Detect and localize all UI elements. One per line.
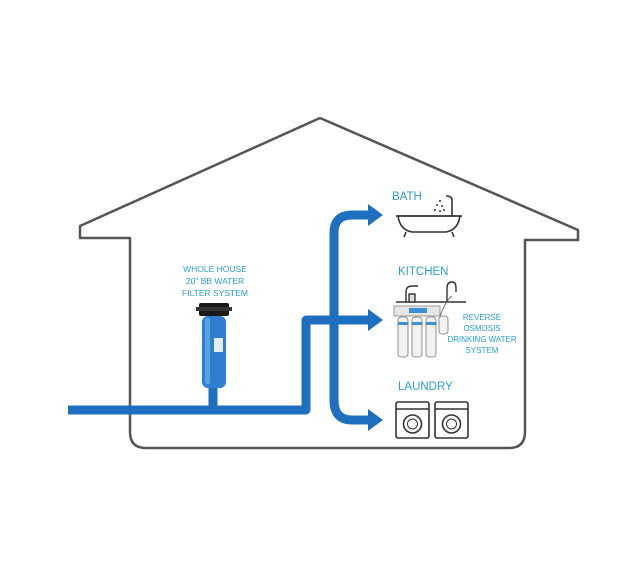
main-supply-pipe (68, 315, 372, 415)
riser-bath-pipe (329, 210, 372, 425)
svg-text:DRINKING WATER: DRINKING WATER (447, 335, 517, 344)
laundry-label: LAUNDRY (398, 381, 453, 393)
arrow-kitchen (368, 309, 383, 331)
svg-text:SYSTEM: SYSTEM (466, 346, 499, 355)
bath-label: BATH (392, 191, 422, 203)
reverse-osmosis-unit-icon (393, 295, 453, 358)
arrow-laundry (368, 409, 383, 431)
whole-house-filter-label: WHOLE HOUSE 20" BB WATER FILTER SYSTEM (182, 264, 248, 298)
water-filter-housing-icon (196, 303, 232, 388)
house-outline (78, 116, 580, 450)
pipe-arrowheads (368, 204, 383, 431)
pipe-network (68, 210, 372, 425)
kitchen-label: KITCHEN (398, 266, 448, 278)
arrow-bath (368, 204, 383, 226)
svg-text:OSMOSIS: OSMOSIS (463, 324, 500, 333)
bathtub-icon (396, 195, 462, 238)
washing-machine-icon (395, 401, 469, 439)
kitchen-faucet-icon (396, 281, 466, 303)
svg-text:20" BB WATER: 20" BB WATER (186, 276, 244, 286)
svg-text:REVERSE: REVERSE (463, 313, 501, 322)
ro-system-label: REVERSE OSMOSIS DRINKING WATER SYSTEM (447, 313, 517, 355)
svg-text:FILTER SYSTEM: FILTER SYSTEM (182, 288, 248, 298)
svg-text:WHOLE HOUSE: WHOLE HOUSE (183, 264, 247, 274)
